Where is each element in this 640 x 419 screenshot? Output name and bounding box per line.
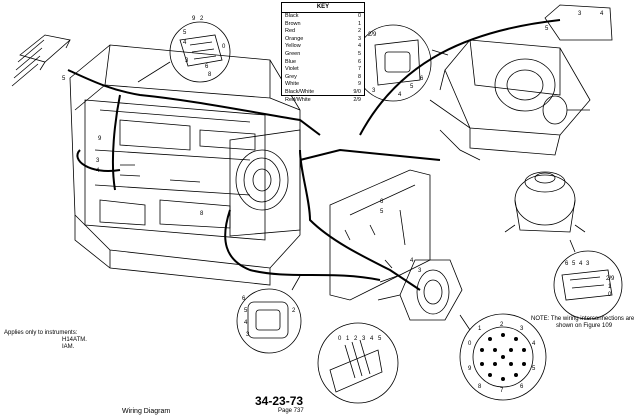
detail-circle-bottom-left [236,275,302,354]
page-number: Page 737 [278,408,304,414]
callout-conn: 5 [380,209,384,215]
callout-mid: 9 [98,136,102,142]
document-number: 34-23-73 [255,394,304,408]
callout-bm: 2 [354,336,358,342]
callout-motor: 6 [565,261,569,267]
key-title: KEY [282,3,364,13]
callout-tr: 5 [410,84,414,90]
callout-bm: 4 [370,336,374,342]
callout-motor: 0 [608,292,612,298]
applies-line: Applies only to instruments: [4,330,78,336]
callout-trr: 3 [578,11,582,17]
callout-tr: 6 [420,76,424,82]
chassis [69,44,301,286]
callout-motor: 5 [572,261,576,267]
callout-motor: 1 [608,284,612,290]
detail-circle-bottom-mid [317,322,399,404]
callout-conn: 3 [418,268,422,274]
applies-line: H14ATM. [62,337,87,343]
callout-mid: 8 [200,211,204,217]
callout-trr: 4 [600,11,604,17]
callout-br: 3 [520,326,524,332]
callout-br: 9 [468,366,472,372]
callout-bm: 3 [362,336,366,342]
motor-assembly [504,171,586,233]
callout-br: 2 [500,322,504,328]
callout-bl: 5 [244,308,248,314]
detail-circle-top-right [354,24,449,102]
wiring-note: NOTE: The wiring interconnections are sh… [531,316,634,330]
callout-tl: 5 [183,30,187,36]
diagram-title: Wiring Diagram [122,408,171,415]
callout-br: 5 [532,366,536,372]
callout-tl: 3 [185,58,189,64]
callout-trr: 5 [545,26,549,32]
callout-bm: 5 [378,336,382,342]
callout-tl: 0 [222,44,226,50]
detail-circle-top-left [137,21,231,83]
callout-tl: 6 [205,64,209,70]
callout-br: 4 [532,341,536,347]
applies-note: Applies only to instruments: H14ATM. IAM… [4,330,87,351]
callout-motor: 3 [586,261,590,267]
connector-plug [377,259,463,321]
callout-conn: 4 [410,258,414,264]
callout-tr: 4 [398,92,402,98]
note-line: shown on Figure 109 [556,323,613,329]
callout-tl: 9 [192,16,196,22]
callout-conn: 6 [380,199,384,205]
callout-tl: 4 [183,40,187,46]
callout-tl: 2 [200,16,204,22]
detail-circle-motor [553,239,623,320]
callout-br: 6 [520,384,524,390]
callout-br: 0 [468,341,472,347]
upper-right-unit [429,4,613,161]
ribbon-connector [11,34,71,87]
callout-bm: 1 [346,336,350,342]
callout-tr: 3 [372,88,376,94]
callout-bl: 3 [246,332,250,338]
callout-mid: 4 [96,168,100,174]
callout-br: 7 [500,388,504,394]
callout-br: 1 [478,326,482,332]
callout-br: 8 [478,384,482,390]
callout-tl: 8 [208,72,212,78]
applies-line: IAM. [62,344,75,350]
callout-motor: 4 [579,261,583,267]
callout-tr: 2/9 [368,32,377,38]
detail-circle-bottom-right [459,313,547,401]
callout-bl: 6 [242,296,246,302]
circuit-board [329,169,431,301]
note-line: NOTE: The wiring interconnections are [531,316,635,322]
callout-mid: 3 [96,158,100,164]
callout-tl: 5 [62,76,66,82]
callout-bl: 2 [292,308,296,314]
callout-bl: 4 [244,320,248,326]
callout-bm: 0 [338,336,342,342]
callout-motor: 2/9 [606,276,615,282]
